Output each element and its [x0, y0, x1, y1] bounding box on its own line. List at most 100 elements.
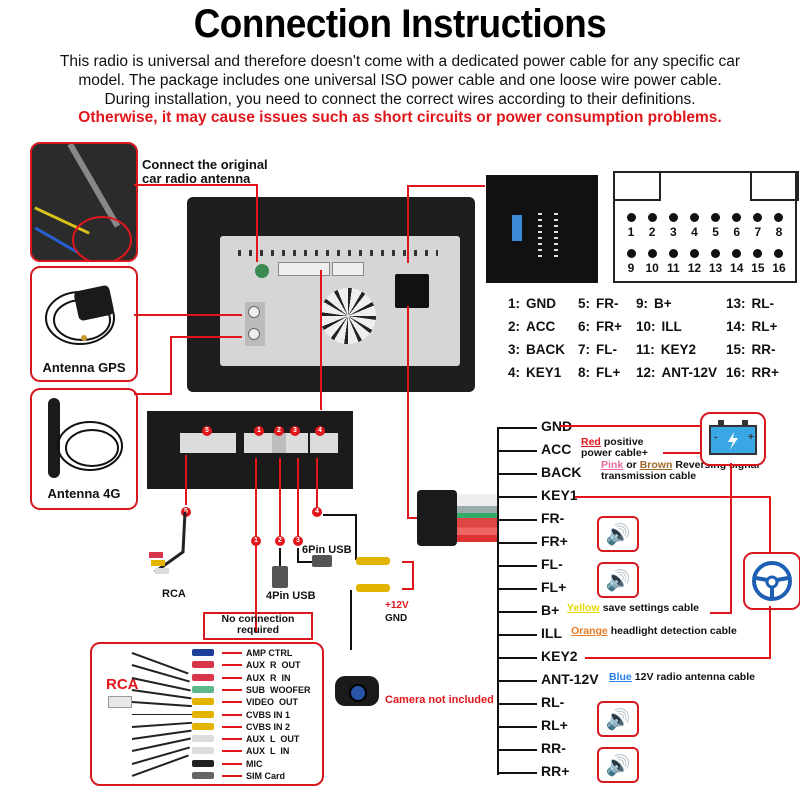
port-3 — [286, 433, 308, 453]
wire-label: KEY1 — [541, 487, 578, 503]
pin-definition: 4:KEY1 — [508, 365, 561, 380]
pin-dot — [689, 213, 699, 222]
rca-plug — [192, 722, 214, 730]
pin-9: 9 — [621, 249, 641, 275]
pin-def-number: 10: — [636, 319, 656, 334]
badge-5: 5 — [181, 507, 191, 517]
port-1 — [244, 433, 272, 453]
wire-label: RR- — [541, 740, 566, 756]
pin-def-number: 3: — [508, 342, 521, 357]
wire-label: FL- — [541, 556, 563, 572]
pin-number: 10 — [645, 261, 659, 275]
pin-definition: 5:FR- — [578, 296, 619, 311]
pin-number: 3 — [669, 225, 677, 239]
pin-def-number: 12: — [636, 365, 656, 380]
pin-def-value: KEY1 — [526, 365, 562, 380]
rca-pointer — [222, 775, 242, 777]
pin-12: 12 — [684, 249, 704, 275]
pin-number: 8 — [775, 225, 783, 239]
pin-number: 16 — [772, 261, 786, 275]
pin-number: 13 — [708, 261, 723, 275]
speaker-box-front-right: 🔊 — [597, 516, 639, 552]
pin-11: 11 — [663, 249, 683, 275]
pin-number: 9 — [627, 261, 635, 275]
pin-definition: 2:ACC — [508, 319, 555, 334]
wire-tick — [497, 634, 537, 636]
pin-dot — [774, 213, 784, 222]
no-connection-box: No connection required — [203, 612, 313, 640]
pin-number: 15 — [751, 261, 765, 275]
pin-number: 1 — [627, 225, 635, 239]
rca-item-label: AUX R OUT — [246, 660, 301, 671]
pin-definition: 11:KEY2 — [636, 342, 696, 357]
rca-pointer — [222, 664, 242, 667]
pin-number: 4 — [691, 225, 698, 239]
rca-pointer — [222, 738, 242, 741]
pin-def-value: RL+ — [751, 319, 778, 334]
pin-def-number: 8: — [578, 365, 591, 380]
port-2 — [272, 433, 286, 453]
pin-definition: 12:ANT-12V — [636, 365, 717, 380]
port-board: 5 1 2 3 4 — [147, 411, 353, 489]
gps-antenna-label: Antenna GPS — [42, 360, 126, 375]
speaker-icon: 🔊 — [605, 523, 631, 546]
pin-def-number: 11: — [636, 342, 655, 357]
rca-item-label: MIC — [246, 758, 263, 769]
rca-harness-title: RCA — [106, 676, 139, 693]
wire-tick — [497, 749, 537, 751]
wire-tick — [497, 473, 537, 475]
usb-6pin-plug — [312, 555, 332, 567]
wire-tick — [497, 703, 537, 705]
wire-tick — [497, 519, 537, 521]
wire-label: ILL — [541, 625, 562, 641]
rca-plug — [192, 735, 214, 743]
pin-number: 6 — [733, 225, 741, 239]
rca-plug — [192, 661, 214, 669]
rca-item: AUX R OUT — [131, 659, 317, 683]
pin-def-value: FR+ — [596, 319, 622, 334]
rca-item-label: AUX R IN — [246, 672, 291, 683]
wire-tick — [497, 657, 537, 659]
gps-antenna-icon — [45, 285, 115, 345]
port-block-1 — [278, 262, 330, 276]
pin-def-number: 14: — [726, 319, 746, 334]
wire-desc-text: positive power cable+ — [581, 436, 648, 459]
wire-desc-text: headlight detection cable — [610, 625, 737, 637]
pin-def-number: 1: — [508, 296, 521, 311]
rca-pointer — [222, 676, 242, 679]
pin-def-number: 16: — [726, 365, 746, 380]
battery-box: - + — [700, 412, 766, 466]
lte-antenna-label: Antenna 4G — [47, 486, 121, 501]
pin-def-value: RR+ — [751, 365, 779, 380]
port-badge-3: 3 — [290, 426, 300, 436]
rca-pointer — [222, 750, 242, 753]
pin-dot — [753, 249, 763, 258]
port-badge-4: 4 — [315, 426, 325, 436]
radio-antenna-port — [255, 264, 269, 278]
pin-number: 5 — [712, 225, 719, 239]
wire-desc-text: save settings cable — [602, 602, 699, 614]
pin-def-value: B+ — [654, 296, 672, 311]
usb-6pin-label: 6Pin USB — [302, 544, 352, 556]
pin-dot — [668, 249, 678, 258]
gps-port — [248, 306, 260, 318]
pin-14: 14 — [727, 249, 747, 275]
pin-number: 11 — [666, 261, 680, 275]
rca-cable — [131, 701, 192, 707]
rca-item-label: SIM Card — [246, 771, 286, 781]
rca-item: AUX L OUT — [131, 729, 317, 745]
wire-tick — [497, 565, 537, 567]
rca-pointer — [222, 713, 242, 716]
wire-label: ANT-12V — [541, 671, 599, 687]
intro-line-2: model. The package includes one universa… — [78, 72, 722, 89]
pin-definition: 10:ILL — [636, 319, 682, 334]
usb-4pin-label: 4Pin USB — [266, 590, 316, 602]
port-4 — [310, 433, 338, 453]
pin-definition: 16: RR+ — [726, 365, 779, 380]
rca-plug — [192, 698, 214, 706]
rca-item: AUX R IN — [131, 672, 317, 691]
wire-tick — [497, 611, 537, 613]
warning-text: Otherwise, it may cause issues such as s… — [78, 109, 722, 126]
lte-antenna-icon — [48, 398, 123, 478]
pin-dot — [647, 249, 657, 258]
